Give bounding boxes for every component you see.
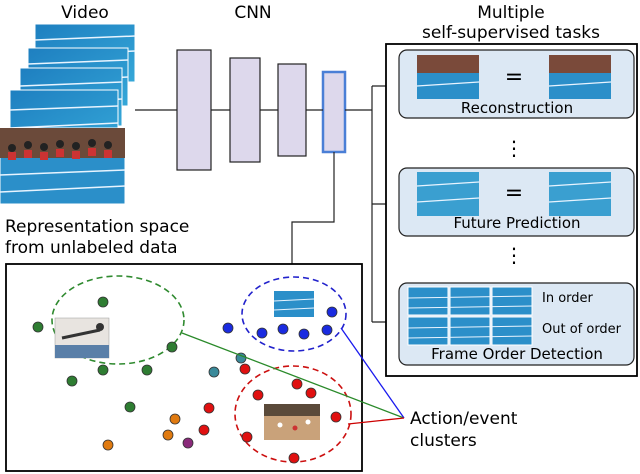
orange-point xyxy=(102,439,114,451)
reconstruction-output-image xyxy=(548,55,612,99)
red-point xyxy=(239,363,251,375)
task-reconstruction: = Reconstruction xyxy=(398,49,635,119)
red-connector xyxy=(347,417,405,425)
red-point xyxy=(305,387,317,399)
cnn-layer-2 xyxy=(229,57,261,163)
red-point xyxy=(288,452,300,464)
out-of-order-frames xyxy=(407,316,533,346)
red-point xyxy=(203,402,215,414)
task-label: Frame Order Detection xyxy=(431,345,603,363)
green-point xyxy=(124,401,136,413)
red-point xyxy=(241,431,253,443)
tasks-title-line1: Multiple xyxy=(477,3,545,23)
representation-label-line1: Representation space xyxy=(5,217,189,237)
orange-point xyxy=(169,413,181,425)
in-order-label: In order xyxy=(542,291,594,306)
blue-point xyxy=(222,322,234,334)
action-clusters-label-line2: clusters xyxy=(410,431,477,451)
blue-point xyxy=(277,323,289,335)
cnn-layer-3 xyxy=(277,63,307,157)
representation-label-line2: from unlabeled data xyxy=(5,238,178,258)
green-point xyxy=(166,341,178,353)
cnn-layer-1 xyxy=(176,49,212,171)
blue-point xyxy=(298,328,310,340)
future-output-image xyxy=(548,172,612,216)
out-of-order-label: Out of order xyxy=(542,322,622,337)
tasks-title-line2: self-supervised tasks xyxy=(422,23,600,43)
green-point xyxy=(97,296,109,308)
blue-cluster-thumbnail xyxy=(273,291,315,317)
ellipsis-1: ⋮ xyxy=(504,136,524,160)
task-label: Future Prediction xyxy=(453,214,580,232)
orange-point xyxy=(162,429,174,441)
blue-cluster xyxy=(241,276,347,352)
video-frame-stack xyxy=(0,23,136,205)
future-equals: = xyxy=(505,181,523,206)
blue-connector xyxy=(340,327,405,419)
cnn-feature-layer xyxy=(321,70,347,154)
purple-point xyxy=(182,437,194,449)
action-clusters-label-line1: Action/event xyxy=(410,409,518,429)
green-cluster xyxy=(51,275,185,365)
green-point xyxy=(141,364,153,376)
red-point xyxy=(198,424,210,436)
blue-point xyxy=(256,327,268,339)
future-input-image xyxy=(416,172,480,216)
blue-point xyxy=(321,324,333,336)
reconstruction-input-image xyxy=(416,55,480,99)
task-future-prediction: = Future Prediction xyxy=(398,167,635,237)
cnn-label: CNN xyxy=(234,3,271,23)
red-point xyxy=(252,389,264,401)
video-frame-front xyxy=(0,127,126,205)
task-frame-order: In order Out of order Frame Order Detect… xyxy=(398,282,635,366)
video-label: Video xyxy=(61,3,109,23)
ellipsis-2: ⋮ xyxy=(504,243,524,267)
red-point xyxy=(291,378,303,390)
green-cluster-thumbnail xyxy=(54,317,110,359)
in-order-frames xyxy=(407,286,533,316)
red-point xyxy=(330,411,342,423)
red-cluster-thumbnail xyxy=(264,404,320,440)
green-point xyxy=(97,364,109,376)
green-point xyxy=(32,321,44,333)
teal-point xyxy=(208,366,220,378)
reconstruction-equals: = xyxy=(505,65,523,90)
embedding-points xyxy=(32,296,342,464)
green-point xyxy=(66,375,78,387)
feature-to-space-connector xyxy=(287,152,335,284)
green-connector xyxy=(181,332,405,419)
task-label: Reconstruction xyxy=(461,99,573,117)
blue-point xyxy=(326,306,338,318)
cluster-connectors xyxy=(181,327,405,425)
